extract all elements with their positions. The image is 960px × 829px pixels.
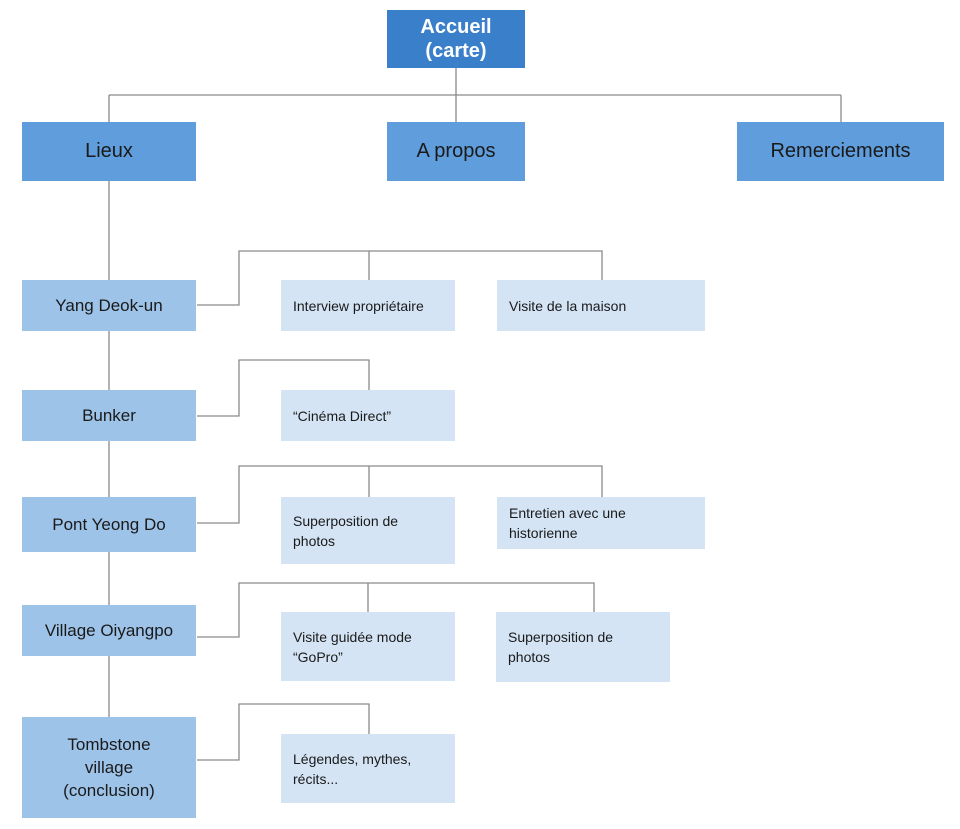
node-cinema-direct: “Cinéma Direct” xyxy=(281,390,455,441)
node-village-oiyangpo: Village Oiyangpo xyxy=(22,605,196,656)
node-pont-yeong-do: Pont Yeong Do xyxy=(22,497,196,552)
node-visite-de-la-maison: Visite de la maison xyxy=(497,280,705,331)
connector-root-to-sections xyxy=(108,68,842,122)
node-tombstone-village: Tombstone village (conclusion) xyxy=(22,717,196,818)
node-remerciements: Remerciements xyxy=(737,122,944,181)
connector-tombstone-village xyxy=(197,703,370,761)
node-accueil: Accueil (carte) xyxy=(387,10,525,68)
node-superposition-de-photos-1: Superposition de photos xyxy=(281,497,455,564)
node-interview-proprietaire: Interview propriétaire xyxy=(281,280,455,331)
node-superposition-de-photos-2: Superposition de photos xyxy=(496,612,670,682)
node-lieux: Lieux xyxy=(22,122,196,181)
node-a-propos: A propos xyxy=(387,122,525,181)
connector-pont-yeong-do xyxy=(197,465,603,524)
connector-village-oiyangpo xyxy=(197,582,595,638)
connector-yang-deok-un xyxy=(197,250,603,306)
node-entretien-historienne: Entretien avec une historienne xyxy=(497,497,705,549)
node-bunker: Bunker xyxy=(22,390,196,441)
connector-bunker xyxy=(197,359,370,417)
node-visite-guidee-gopro: Visite guidée mode “GoPro” xyxy=(281,612,455,681)
node-yang-deok-un: Yang Deok-un xyxy=(22,280,196,331)
node-legendes-mythes-recits: Légendes, mythes, récits... xyxy=(281,734,455,803)
